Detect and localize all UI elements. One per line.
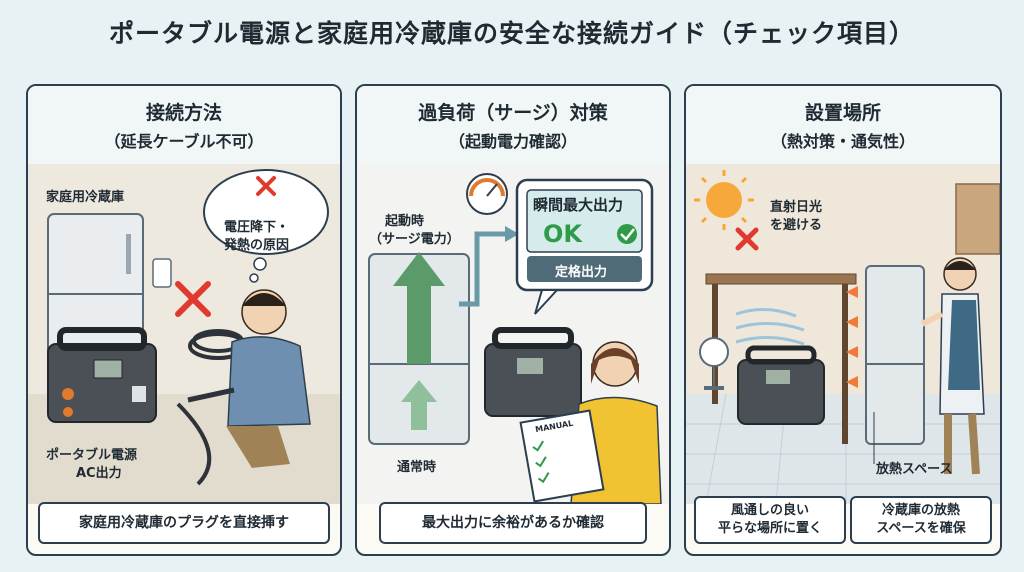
- power-station-label-1: ポータブル電源: [46, 448, 138, 463]
- cross-icon: [175, 281, 211, 317]
- page-title: ポータブル電源と家庭用冷蔵庫の安全な接続ガイド（チェック項目）: [108, 19, 915, 48]
- cross-icon: [735, 227, 759, 251]
- caption-line-2: 平らな場所に置く: [717, 521, 822, 536]
- wall-outlet: [152, 258, 172, 288]
- screen-peak-label: 瞬間最大出力: [533, 196, 624, 214]
- heat-space-label: 放熱スペース: [876, 462, 953, 477]
- thought-bubble: [203, 169, 329, 283]
- panel-heading: 過負荷（サージ）対策: [418, 102, 608, 124]
- bubble-line-1: 電圧降下・: [224, 220, 290, 235]
- panel-surge-protection: 過負荷（サージ）対策 （起動電力確認）: [355, 84, 671, 556]
- surge-arrow-icon: [393, 252, 445, 364]
- panel-caption-right: 冷蔵庫の放熱 スペースを確保: [850, 496, 992, 544]
- panel-subheading: （起動電力確認）: [448, 132, 577, 151]
- normal-arrow-icon: [401, 380, 437, 430]
- sun-icon: [694, 170, 754, 230]
- normal-label: 通常時: [397, 460, 437, 475]
- caption-line-1: 冷蔵庫の放熱: [881, 503, 960, 518]
- placement-scene: 直射日光 を避ける 放熱スペース: [686, 164, 1000, 504]
- surge-scene: 起動時 （サージ電力） 通常時 瞬間最大出力 OK 定格出力 MANUAL: [357, 164, 669, 504]
- sun-label-2: を避ける: [770, 218, 823, 233]
- caption-line-2: スペースを確保: [876, 521, 966, 536]
- power-station-label-2: AC出力: [76, 466, 122, 481]
- panel-heading: 接続方法: [145, 102, 222, 124]
- heat-arrows: [846, 286, 858, 388]
- sun-label-1: 直射日光: [770, 200, 823, 215]
- fridge-label: 家庭用冷蔵庫: [46, 190, 125, 205]
- fridge-illustration: [865, 265, 925, 445]
- cabinet-illustration: [955, 183, 1000, 255]
- caption-line-1: 風通しの良い: [730, 503, 809, 518]
- manual-document: [519, 409, 605, 503]
- output-screen: [515, 178, 654, 315]
- panel-header: 接続方法 （延長ケーブル不可）: [28, 86, 340, 164]
- panel-connection-method: 接続方法 （延長ケーブル不可）: [26, 84, 342, 556]
- panel-heading: 設置場所: [804, 102, 881, 124]
- person-illustration: [176, 289, 311, 486]
- person-illustration: [920, 257, 985, 475]
- startup-label-2: （サージ電力）: [369, 232, 460, 247]
- screen-rated-label: 定格出力: [555, 265, 608, 280]
- panel-caption-left: 風通しの良い 平らな場所に置く: [694, 496, 846, 544]
- gauge-icon: [466, 173, 508, 215]
- panel-placement: 設置場所 （熱対策・通気性）: [684, 84, 1002, 556]
- connection-scene: 家庭用冷蔵庫 電圧降下・ 発熱の原因 ポータブル電源 AC出力: [28, 164, 340, 504]
- airflow-lines: [735, 308, 805, 346]
- screen-ok-text: OK: [543, 220, 582, 248]
- panel-caption: 最大出力に余裕があるか確認: [379, 502, 647, 544]
- panel-subheading: （熱対策・通気性）: [770, 132, 915, 151]
- fan-icon: [699, 337, 729, 390]
- startup-label-1: 起動時: [385, 214, 425, 229]
- bubble-line-2: 発熱の原因: [224, 238, 290, 253]
- connector-arrow: [459, 231, 507, 307]
- portable-power-station-icon: [737, 345, 825, 425]
- panel-caption: 家庭用冷蔵庫のプラグを直接挿す: [38, 502, 330, 544]
- portable-power-station-icon: [47, 327, 157, 423]
- panel-header: 設置場所 （熱対策・通気性）: [686, 86, 1000, 164]
- panel-subheading: （延長ケーブル不可）: [104, 132, 264, 151]
- portable-power-station-icon: [484, 327, 582, 417]
- panel-header: 過負荷（サージ）対策 （起動電力確認）: [357, 86, 669, 164]
